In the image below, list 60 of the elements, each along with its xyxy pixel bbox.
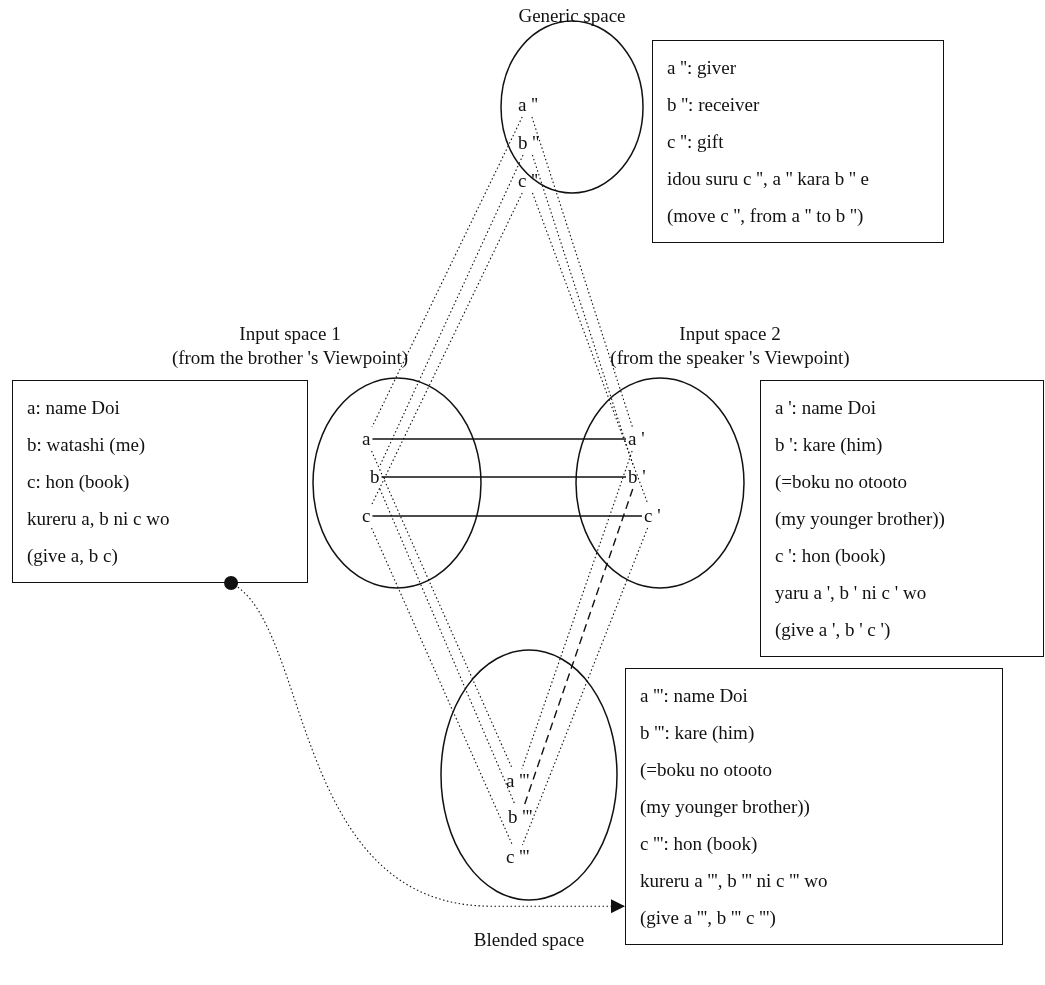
text-line: b: watashi (me) [27,433,147,457]
mapping-line [371,515,643,517]
text-box [625,668,1003,945]
text-line: c ''': hon (book) [640,832,759,856]
text-line: (give a ''', b ''' c ''') [640,906,777,930]
mapping-line [523,488,634,806]
element-label: a ' [628,428,645,450]
element-label: c '' [518,170,539,192]
space-title: Blended space [473,928,585,952]
text-line: (move c '', from a '' to b '') [667,204,865,228]
element-label: c [362,505,371,527]
space-title: Generic space [518,4,626,28]
text-line: kureru a ''', b ''' ni c ''' wo [640,869,829,893]
text-line: kureru a, b ni c wo [27,507,171,531]
mapping-line [521,450,633,770]
space-subtitle: (from the brother 's Viewpoint) [171,346,409,370]
text-line: b '': receiver [667,93,761,117]
text-line: c '': gift [667,130,725,154]
element-label: c ' [644,505,661,527]
space-subtitle: (from the speaker 's Viewpoint) [610,346,850,370]
text-line: a ': name Doi [775,396,878,420]
mapping-line [371,438,627,440]
text-line: a ''': name Doi [640,684,749,708]
arrow [224,576,626,914]
text-line: (=boku no otooto [640,758,774,782]
text-line: c ': hon (book) [775,544,887,568]
text-line: (=boku no otooto [775,470,909,494]
text-line: a: name Doi [27,396,121,420]
space-title: Input space 1 [239,322,341,346]
element-label: b ''' [508,806,533,828]
element-label: a '' [518,94,539,116]
mapping-line [379,488,516,806]
element-label: b ' [628,466,646,488]
element-label: a [362,428,371,450]
text-line: yaru a ', b ' ni c ' wo [775,581,928,605]
text-line: (my younger brother)) [775,507,946,531]
element-label: b [370,466,380,488]
element-label: b '' [518,132,540,154]
mapping-line [371,192,523,505]
text-box [760,380,1044,657]
mapping-line [380,476,627,478]
element-label: a ''' [506,770,530,792]
text-line: b ': kare (him) [775,433,884,457]
text-line: (give a ', b ' c ') [775,618,892,642]
text-box [652,40,944,243]
mapping-line [379,154,524,466]
element-label: c ''' [506,846,530,868]
mapping-line [521,527,649,846]
space-title: Input space 2 [679,322,781,346]
text-line: a '': giver [667,56,738,80]
text-line: (my younger brother)) [640,795,811,819]
mapping-line [531,192,649,505]
text-line: (give a, b c) [27,544,119,568]
text-line: idou suru c '', a '' kara b '' e [667,167,871,191]
text-line: b ''': kare (him) [640,721,756,745]
text-line: c: hon (book) [27,470,131,494]
mapping-line [371,527,513,846]
text-box [12,380,308,583]
mapping-line [370,450,513,770]
mapping-line [531,116,633,428]
